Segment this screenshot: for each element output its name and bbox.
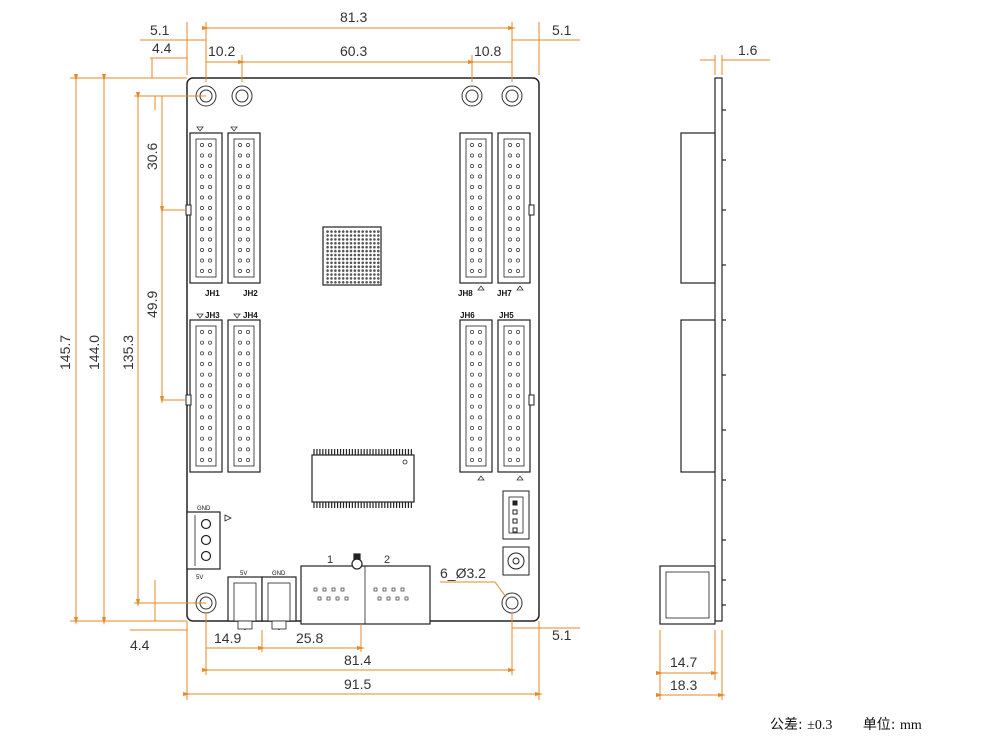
connector-pins <box>200 143 520 462</box>
side-header-upper <box>680 132 716 284</box>
dimension-lines <box>70 22 770 700</box>
dim-hole-mid: 60.3 <box>340 43 367 59</box>
dim-h-144: 144.0 <box>86 335 102 370</box>
ethernet-ports <box>300 553 431 625</box>
dim-h-49: 49.9 <box>144 291 160 318</box>
label-port-5v: 5V <box>240 571 247 577</box>
header-connectors <box>189 132 531 473</box>
small-connector <box>502 490 530 540</box>
power-ports <box>227 576 297 630</box>
label-jh2: JH2 <box>243 289 258 298</box>
push-button <box>502 546 530 576</box>
dim-left-offset: 4.4 <box>152 40 172 56</box>
label-5v: 5V <box>196 575 203 581</box>
label-jh5: JH5 <box>499 311 514 320</box>
label-port-gnd: GND <box>272 571 286 577</box>
dim-hole-right: 10.8 <box>474 43 501 59</box>
dim-h-total: 145.7 <box>57 335 73 370</box>
label-jh3: JH3 <box>205 311 220 320</box>
connector-jh8 <box>459 132 493 284</box>
dim-h-135: 135.3 <box>120 335 136 370</box>
dim-side-thickness: 1.6 <box>738 42 758 58</box>
connector-jh2 <box>227 132 261 284</box>
side-ethernet <box>659 565 716 625</box>
connector-jh5 <box>497 319 531 473</box>
connector-jh1 <box>189 132 223 284</box>
dim-top-right-margin: 5.1 <box>552 22 572 38</box>
dim-side-18: 18.3 <box>670 677 697 693</box>
side-view <box>659 77 726 625</box>
dim-hole-spec: 6_Ø3.2 <box>440 565 486 581</box>
label-jh7: JH7 <box>497 289 512 298</box>
tsop-chip <box>311 449 415 508</box>
label-jh8: JH8 <box>458 289 473 298</box>
dim-top-left-margin: 5.1 <box>150 22 170 38</box>
unit-label: 单位: <box>862 717 896 733</box>
power-terminal-block <box>186 511 232 570</box>
label-gnd: GND <box>197 506 211 512</box>
hole-top-right <box>501 85 523 107</box>
dim-b-25: 25.8 <box>296 630 323 646</box>
label-jh4: JH4 <box>243 311 258 320</box>
dim-bottom-left-margin: 4.4 <box>130 637 150 653</box>
tolerance-value: ±0.3 <box>807 718 833 733</box>
unit-value: mm <box>899 718 922 733</box>
ethernet-pins <box>313 587 409 601</box>
side-header-lower <box>680 319 716 473</box>
hole-top-2 <box>231 85 253 107</box>
dim-side-14: 14.7 <box>670 654 697 670</box>
tolerance-label: 公差: <box>770 717 803 733</box>
connector-jh7 <box>497 132 531 284</box>
dim-b-14: 14.9 <box>214 630 241 646</box>
tolerance-unit-note: 公差: ±0.3 单位: mm <box>770 714 922 734</box>
label-jh1: JH1 <box>205 289 220 298</box>
dim-h-30: 30.6 <box>144 143 160 170</box>
dim-hole-left: 10.2 <box>208 43 235 59</box>
bga-chip <box>322 226 382 286</box>
dim-b-91: 91.5 <box>344 676 371 692</box>
bga-balls <box>326 230 380 284</box>
connector-jh6 <box>459 319 493 473</box>
dim-b-81: 81.4 <box>344 652 371 668</box>
connector-jh3 <box>189 319 223 473</box>
dim-bottom-right-margin: 5.1 <box>552 627 572 643</box>
hole-top-3 <box>461 85 483 107</box>
label-eth2: 2 <box>384 554 390 566</box>
label-eth1: 1 <box>327 554 333 566</box>
side-pcb <box>714 77 723 622</box>
label-jh6: JH6 <box>460 311 475 320</box>
dim-top-total: 81.3 <box>340 9 367 25</box>
connector-jh4 <box>227 319 261 473</box>
